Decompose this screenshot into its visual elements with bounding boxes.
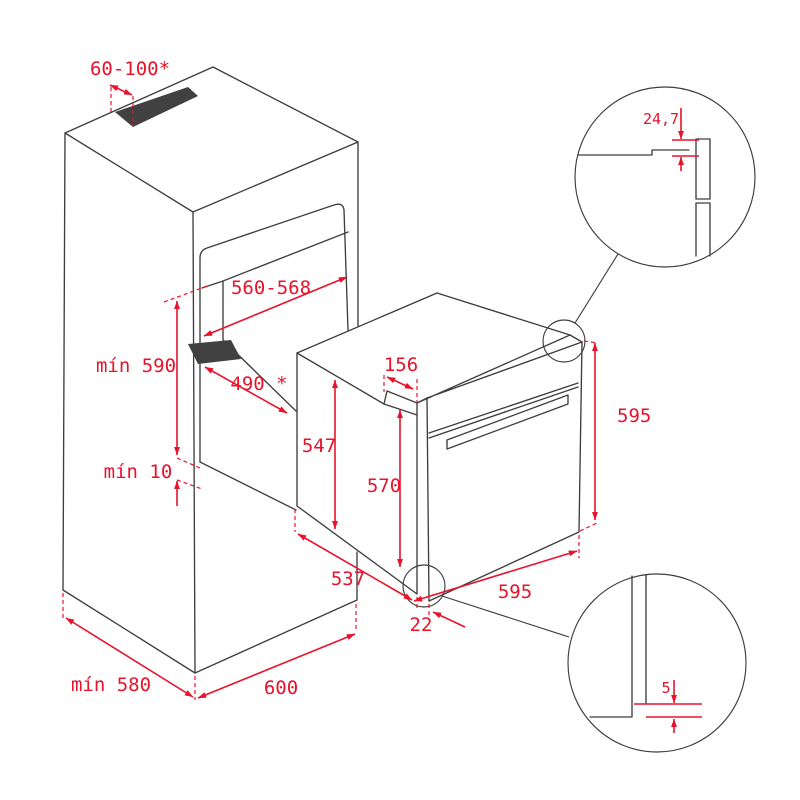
cabinet-left-face [63, 133, 195, 673]
dim-oven-height: 595 [579, 340, 651, 532]
oven-door-handle [446, 394, 569, 450]
oven-control-panel-lines [428, 382, 579, 439]
dim-label-oven-front-height: 570 [367, 475, 401, 497]
dim-label-oven-height: 595 [617, 405, 651, 427]
callout-leader-bottom [441, 595, 570, 638]
dim-cabinet-width: 600 [197, 604, 357, 699]
dim-cabinet-min-depth: mín 580 [62, 593, 196, 700]
oven-frame-top [416, 334, 583, 404]
dim-label-top-recess: 156 [384, 354, 418, 376]
dim-oven-width: 595 [413, 535, 580, 616]
niche-opening-outline [199, 203, 349, 463]
detail-top-frame-bars [695, 138, 711, 257]
dimension-annotations: 60-100* 560-568 mín 590 mín 10 490 * 156 [62, 58, 651, 700]
detail-bottom-frame-lines [589, 574, 647, 718]
top-vent-slot [115, 87, 198, 127]
dim-label-detail-top-offset: 24,7 [643, 110, 679, 128]
dim-niche-width: 560-568 [203, 276, 348, 337]
dim-label-oven-top-depth: 547 [302, 435, 336, 457]
dim-niche-min-height: mín 590 [96, 284, 211, 456]
detail-circle-top: 24,7 [574, 86, 756, 268]
niche-vent-slot [188, 340, 241, 364]
cabinet-top-face [65, 67, 358, 212]
oven-top-edges [296, 292, 583, 354]
dim-oven-top-depth: 547 [302, 379, 338, 530]
callout-leader-top [574, 253, 619, 324]
dim-front-frame-depth: 22 [410, 611, 466, 636]
dim-top-recess: 156 [383, 354, 418, 402]
dim-label-oven-width: 595 [498, 581, 532, 603]
detail-callouts: 24,7 5 [402, 86, 756, 753]
detail-circle-bottom: 5 [567, 573, 747, 753]
dim-min-bottom-gap: mín 10 [104, 457, 203, 506]
dim-label-niche-depth: 490 * [230, 373, 287, 395]
dim-label-oven-bottom-depth: 537 [331, 568, 365, 590]
dim-niche-depth: 490 * [204, 366, 288, 414]
oven-top-recess [296, 352, 418, 416]
oven-silhouette [297, 293, 582, 601]
dim-label-cabinet-width: 600 [264, 677, 298, 699]
dim-label-top-vent: 60-100* [90, 58, 170, 80]
dim-label-cabinet-min-depth: mín 580 [71, 674, 151, 696]
dim-label-front-frame-depth: 22 [410, 614, 433, 636]
dim-label-niche-min-height: mín 590 [96, 355, 176, 377]
detail-top-step-line [577, 149, 690, 156]
dim-top-vent: 60-100* [90, 58, 170, 126]
niche-opening-bottom-edge [199, 461, 297, 511]
dim-oven-bottom-depth: 537 [294, 509, 418, 610]
oven [296, 292, 583, 602]
dim-label-detail-bottom-gap: 5 [661, 679, 670, 697]
dim-label-niche-width: 560-568 [231, 277, 311, 299]
dim-label-min-bottom-gap: mín 10 [104, 461, 173, 483]
